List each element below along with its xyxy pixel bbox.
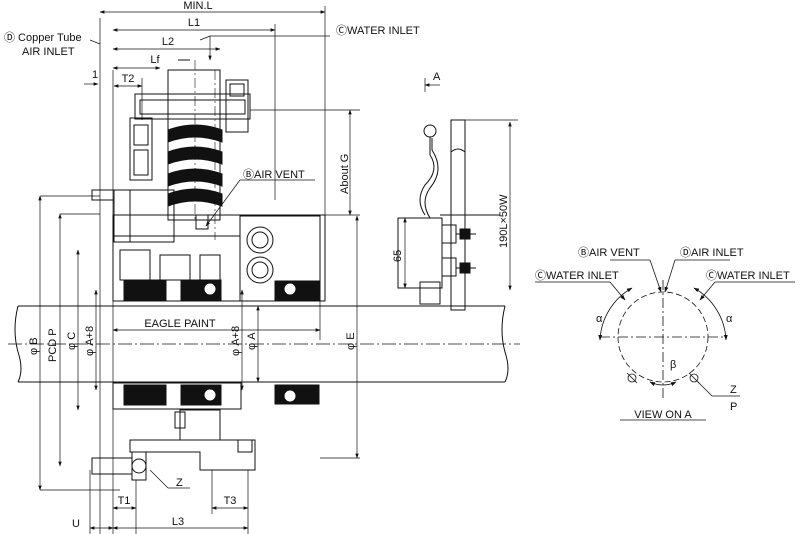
label-phi-a8-left: φ A+8 [84, 326, 96, 356]
label-view-air-inlet: ⒹAIR INLET [680, 246, 744, 259]
shaft [8, 305, 520, 383]
view-on-a [535, 259, 795, 421]
label-a-arrow: A [433, 71, 441, 83]
label-lf: Lf [150, 54, 160, 66]
label-phi-a8-right: φ A+8 [230, 326, 242, 356]
label-phi-a: φ A [246, 332, 258, 350]
label-eagle-paint: EAGLE PAINT [144, 318, 216, 330]
label-u: U [72, 518, 80, 530]
air-cylinder [129, 59, 251, 240]
label-view-water-inlet-right: ⒸWATER INLET [706, 269, 790, 282]
label-view-air-vent: ⒷAIR VENT [578, 246, 640, 259]
label-t1: T1 [118, 495, 131, 507]
label-t3: T3 [224, 495, 237, 507]
label-phi-c: φ C [66, 332, 78, 350]
label-view-on-a: VIEW ON A [634, 409, 692, 421]
label-alpha-right: α [726, 313, 733, 325]
label-air-inlet-left: AIR INLET [22, 46, 75, 58]
rotary-joint-body [91, 18, 326, 534]
label-l1: L1 [188, 17, 200, 29]
label-phi-e: φ E [345, 332, 357, 350]
label-190l50w: 190L×50W [498, 194, 510, 248]
labels: MIN.L L1 L2 Lf T2 1 Ⓓ Copper Tube AIR IN… [4, 0, 790, 530]
label-pcd-p: PCD P [47, 328, 59, 362]
label-min-l: MIN.L [183, 0, 212, 12]
label-l3: L3 [172, 516, 184, 528]
mounting-bracket [397, 119, 500, 311]
label-about-g: About G [339, 154, 351, 194]
label-l2: L2 [162, 36, 174, 48]
dimension-lines [38, 6, 518, 534]
label-air-vent-mid: ⒷAIR VENT [243, 168, 305, 181]
label-z-view: Z [730, 384, 737, 396]
label-one: 1 [92, 69, 98, 81]
label-alpha-left: α [596, 313, 603, 325]
label-t2: T2 [122, 73, 135, 85]
label-phi-b: φ B [28, 337, 40, 355]
label-z-bottom: Z [176, 477, 183, 489]
label-beta: β [670, 359, 676, 371]
bottom-bolt [91, 451, 147, 481]
label-view-water-inlet-left: ⒸWATER INLET [535, 269, 619, 282]
label-water-inlet-top: ⒸWATER INLET [336, 24, 420, 37]
label-copper-tube: Ⓓ Copper Tube [4, 31, 82, 44]
label-p-view: P [730, 401, 737, 413]
label-65: 65 [392, 250, 404, 262]
